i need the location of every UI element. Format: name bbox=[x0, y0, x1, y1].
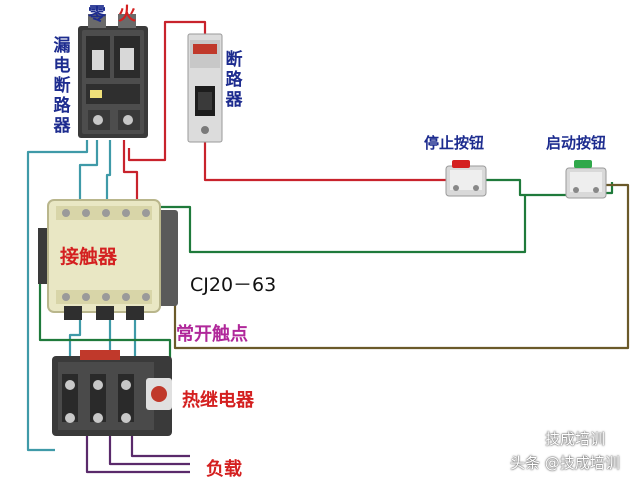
rcd-breaker-label: 漏电断路器 bbox=[53, 36, 71, 136]
thermal-relay-label: 热继电器 bbox=[182, 390, 254, 411]
wire-rcd-to-contactor-1 bbox=[78, 140, 99, 200]
wire-load-2 bbox=[108, 432, 190, 466]
load-label: 负载 bbox=[206, 459, 242, 480]
wire-load-3 bbox=[130, 432, 190, 458]
wire-stop-to-start bbox=[486, 178, 567, 197]
breaker-label: 断路器 bbox=[225, 50, 243, 110]
wire-neutral-left bbox=[26, 140, 89, 452]
stop-button-device bbox=[445, 160, 487, 197]
stop-button-label: 停止按钮 bbox=[424, 134, 485, 152]
wire-start-to-coil bbox=[605, 182, 614, 195]
wire-load-1 bbox=[85, 432, 190, 474]
wire-out-1 bbox=[68, 315, 82, 372]
wire-green-loop bbox=[155, 195, 527, 254]
start-button-device bbox=[565, 160, 607, 199]
aux-contact-label: 常开触点 bbox=[176, 324, 248, 345]
thermal-relay-device bbox=[52, 350, 172, 436]
contactor-label: 接触器 bbox=[60, 246, 118, 268]
neutral-label: 零 bbox=[88, 4, 106, 25]
wire-live-to-breaker bbox=[127, 20, 207, 162]
model-label: CJ20－63 bbox=[190, 274, 277, 296]
live-label: 火 bbox=[118, 4, 136, 25]
start-button-label: 启动按钮 bbox=[546, 134, 607, 152]
watermark-credit: 头条 @技成培训 bbox=[510, 454, 620, 472]
watermark-faint: 技成培训 bbox=[545, 430, 606, 448]
wire-rcd-to-contactor-2 bbox=[105, 140, 112, 200]
contactor-device bbox=[38, 199, 178, 320]
wire-aux-to-start bbox=[173, 183, 630, 350]
wire-breaker-to-stop bbox=[203, 138, 447, 182]
mini-breaker bbox=[187, 33, 223, 143]
rcd-breaker bbox=[78, 14, 148, 138]
wire-rcd-to-contactor-3 bbox=[122, 140, 139, 200]
